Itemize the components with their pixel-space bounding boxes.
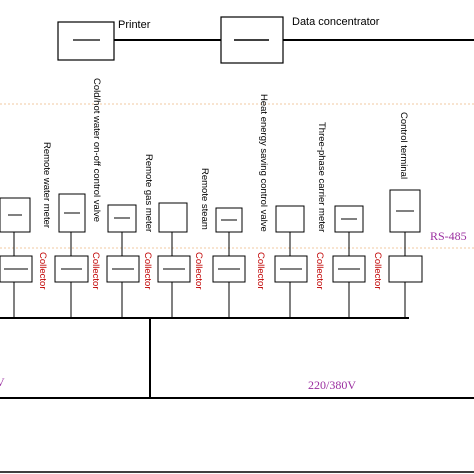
meter-column-0: [0, 197, 33, 318]
meter-column-3: Remote gas meter Collector: [142, 154, 191, 318]
collector-box: [388, 255, 423, 283]
meter-label: Remote gas meter: [143, 154, 154, 232]
meter-box: [275, 205, 305, 233]
data-concentrator-label: Data concentrator: [292, 16, 380, 28]
meter-column-5: Heat energy saving control valve Collect…: [255, 94, 308, 318]
printer-label: Printer: [118, 19, 151, 31]
meter-label: Cold/hot water on-off control valve: [91, 78, 102, 222]
collector-label: Collector: [314, 252, 325, 290]
meter-label: Remote steam: [199, 168, 210, 230]
left-edge-label-fragment: V: [0, 375, 5, 389]
meter-label: Remote water meter: [41, 142, 52, 228]
meter-column-2: Cold/hot water on-off control valve Coll…: [90, 78, 140, 318]
meter-column-6: Three-phase carrier meter Collector: [314, 122, 366, 318]
collector-box: [54, 255, 89, 283]
meter-column-4: Remote steam Collector: [193, 168, 246, 318]
collector-label: Collector: [37, 252, 48, 290]
meter-column-7: Control terminal Collector: [372, 112, 423, 318]
collector-label: Collector: [193, 252, 204, 290]
meter-label: Control terminal: [398, 112, 409, 179]
rs485-label: RS-485: [430, 229, 467, 243]
meter-box: [158, 202, 188, 233]
power-bus-label: 220/380V: [308, 378, 356, 392]
collector-label: Collector: [372, 252, 383, 290]
meter-label: Three-phase carrier meter: [316, 122, 327, 232]
meter-column-1: Remote water meter Collector: [37, 142, 89, 318]
printer-box: [57, 21, 115, 61]
collector-label: Collector: [142, 252, 153, 290]
collector-label: Collector: [255, 252, 266, 290]
collector-label: Collector: [90, 252, 101, 290]
meter-label: Heat energy saving control valve: [258, 94, 269, 232]
